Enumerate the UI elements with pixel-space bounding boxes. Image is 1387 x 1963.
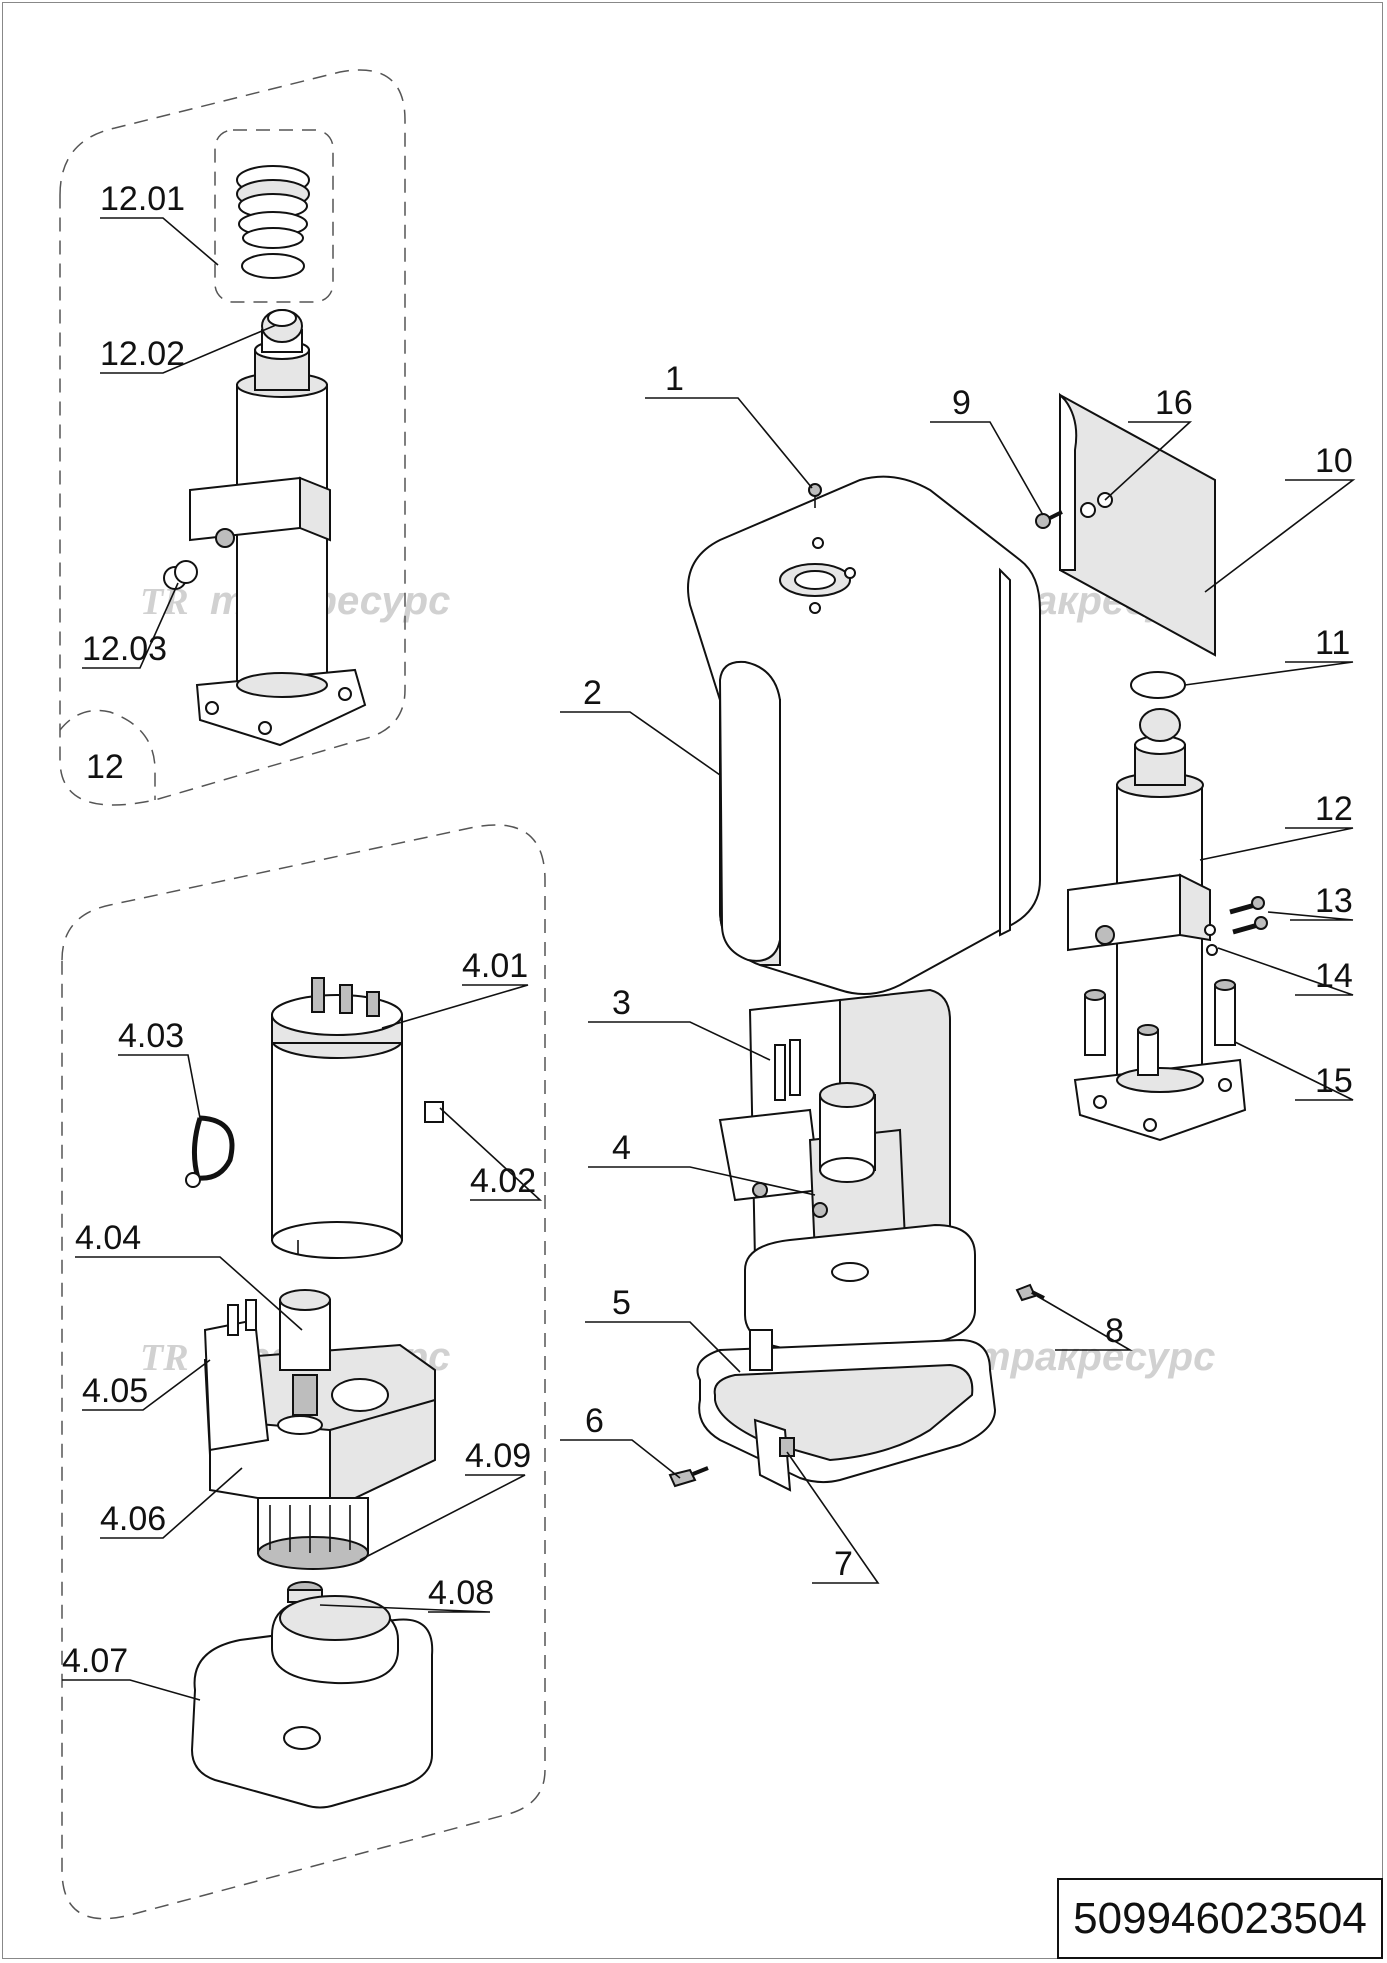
callout-5: 5 <box>612 1284 631 1322</box>
callout-4: 4 <box>612 1129 631 1167</box>
callout-8: 8 <box>1105 1312 1124 1350</box>
callout-11: 11 <box>1315 624 1350 662</box>
screws-15 <box>1084 979 1236 1076</box>
watermark-text: тракресурс <box>975 1335 1215 1379</box>
drawing-number-box: 509946023504 <box>1057 1878 1383 1959</box>
screw-6 <box>668 1466 709 1488</box>
cylinder-12 <box>1067 708 1247 1142</box>
pump-4-09 <box>257 1497 369 1570</box>
callout-4-05: 4.05 <box>82 1372 148 1410</box>
group-12-outline <box>59 69 406 806</box>
motor-4-01 <box>271 977 403 1259</box>
callout-2: 2 <box>583 674 602 712</box>
cable-4-03 <box>185 1115 235 1188</box>
callout-6: 6 <box>585 1402 604 1440</box>
callout-15: 15 <box>1315 1062 1353 1100</box>
callout-labels: 12.01 12.02 12.03 12 4.01 4.02 4.03 4.04… <box>62 180 1353 1680</box>
valve-block-4 <box>718 1082 907 1257</box>
tank-assembly <box>744 1223 976 1364</box>
screw-9 <box>1035 510 1063 529</box>
side-plate-10 <box>1059 392 1216 657</box>
callout-12: 12 <box>1315 790 1353 828</box>
screws-13 <box>1229 896 1268 935</box>
callout-12-03: 12.03 <box>82 630 167 668</box>
callout-4-07: 4.07 <box>62 1642 128 1680</box>
washers-14 <box>1204 924 1218 956</box>
leader-lines <box>62 217 1356 1701</box>
cylinder-12-02 <box>163 309 367 747</box>
pump-block-4-06 <box>203 1343 436 1512</box>
callout-12-01: 12.01 <box>100 180 185 218</box>
callout-9: 9 <box>952 384 971 422</box>
cover-2 <box>687 475 1041 995</box>
callout-4-03: 4.03 <box>118 1017 184 1055</box>
callout-3: 3 <box>612 984 631 1022</box>
callout-4-08: 4.08 <box>428 1574 494 1612</box>
clip-4-02 <box>424 1101 444 1123</box>
tank-4-07 <box>190 1595 434 1809</box>
callout-12-02: 12.02 <box>100 335 185 373</box>
callout-1: 1 <box>665 360 684 398</box>
clip-7 <box>779 1437 795 1457</box>
callout-4-09: 4.09 <box>465 1437 531 1475</box>
filter-4-08 <box>287 1581 323 1603</box>
callout-7: 7 <box>834 1545 853 1583</box>
watermark-logo: TR <box>140 1337 189 1379</box>
callout-4-01: 4.01 <box>462 947 528 985</box>
group-4-outline <box>61 824 546 1920</box>
callout-16: 16 <box>1155 384 1193 422</box>
callout-10: 10 <box>1315 442 1353 480</box>
screw-8 <box>1015 1283 1045 1302</box>
callout-12-group: 12 <box>86 748 124 786</box>
bracket-4-05 <box>203 1299 270 1452</box>
snap-ring-11 <box>1130 671 1186 699</box>
solenoid-valve-4-04 <box>279 1289 331 1416</box>
callout-13: 13 <box>1315 882 1353 920</box>
callout-4-04: 4.04 <box>75 1219 141 1257</box>
callout-4-06: 4.06 <box>100 1500 166 1538</box>
callout-4-02: 4.02 <box>470 1162 536 1200</box>
seal-kit-12-01 <box>236 165 310 279</box>
base-tray-5 <box>696 1329 997 1492</box>
callout-14: 14 <box>1315 957 1353 995</box>
